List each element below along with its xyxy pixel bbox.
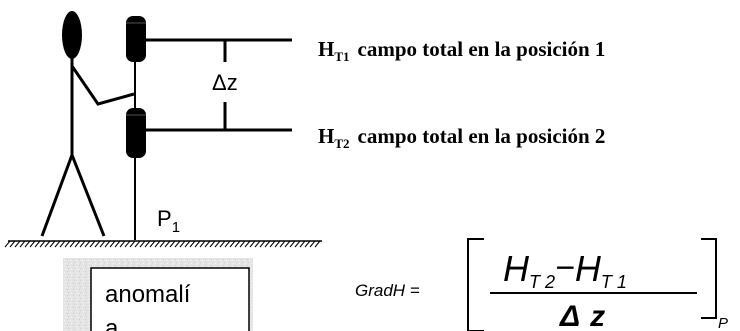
stick-figure-icon xyxy=(40,11,135,237)
formula-numerator: HT 2−HT 1 xyxy=(503,248,627,292)
p1-label: P1 xyxy=(157,206,180,236)
anomaly-label-line2: a xyxy=(105,315,119,331)
formula-bracket-subscript: P xyxy=(718,315,728,331)
formula-lhs: GradH = xyxy=(355,281,420,300)
figure-right-leg xyxy=(70,154,106,237)
anomaly-label-box xyxy=(90,267,250,331)
anomaly-body-icon: anomalí a xyxy=(63,258,253,331)
formula-left-bracket xyxy=(467,238,484,331)
formula-right-bracket xyxy=(701,238,717,319)
figure-head xyxy=(62,11,82,59)
magnetometer-sensor-bottom-icon xyxy=(126,108,146,158)
anomaly-label-line1: anomalí xyxy=(105,281,191,308)
magnetometer-sensor-top-icon xyxy=(126,16,146,62)
figure-arm xyxy=(70,65,135,106)
figure-left-leg xyxy=(40,154,74,237)
delta-z-label: Δz xyxy=(212,70,238,95)
ground-hatch-icon xyxy=(4,240,322,248)
